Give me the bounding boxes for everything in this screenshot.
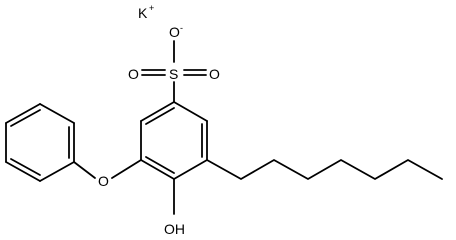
sulfonate-oxygen-charge: - [180, 23, 183, 33]
bond-ring-ether-o [111, 159, 142, 179]
potassium-charge: + [149, 3, 154, 13]
phenyl-bond-5-inner [10, 158, 41, 176]
ring-bond-3 [173, 159, 208, 180]
ether-oxygen-label: O [98, 173, 109, 189]
phenyl-bond-3 [5, 103, 41, 124]
phenyl-bond-6 [39, 161, 75, 182]
hydroxyl-label: OH [164, 221, 185, 237]
ring-bond-1 [173, 101, 208, 122]
phenyl-bond-3-inner [10, 109, 41, 127]
bond-ether-o-phenyl [73, 161, 96, 179]
heptyl-chain [206, 158, 443, 181]
ring-bond-4-inner [145, 156, 175, 174]
ring-bond-6 [140, 101, 175, 122]
ring-bond-4 [140, 159, 175, 180]
sulfonate-bonds [141, 40, 207, 103]
sulfonate-oxygen-right: O [209, 66, 220, 82]
ring-bond-6-inner [145, 107, 175, 125]
phenyl-bond-2 [39, 103, 75, 124]
sulfonate-oxygen-left: O [128, 66, 139, 82]
sulfonate-oxygen-top: O [169, 24, 180, 40]
phenyl-bond-5 [5, 161, 41, 182]
central-benzene-ring [140, 101, 208, 180]
potassium-label: K [138, 5, 148, 21]
phenyl-ring [5, 103, 75, 182]
sulfur-label: S [169, 66, 178, 82]
